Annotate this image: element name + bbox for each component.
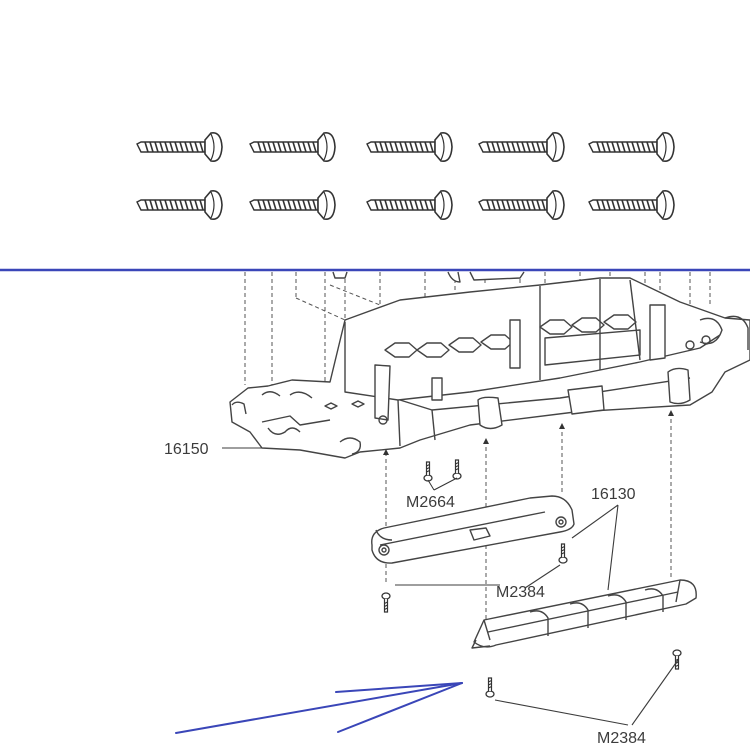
m2664-screws <box>423 459 462 491</box>
plate-screw-label: M2384 <box>496 584 545 601</box>
screw-icon <box>478 189 565 221</box>
screw-icon <box>366 131 453 163</box>
screw-icon <box>249 131 336 163</box>
small-screw-icon <box>423 461 433 482</box>
screw-icon <box>249 189 336 221</box>
pointer-arrows <box>175 682 463 734</box>
chassis-label: 16150 <box>164 441 209 458</box>
screw-grid <box>136 131 675 221</box>
skid-plate-part <box>371 495 575 564</box>
screw-icon <box>136 131 223 163</box>
screw-icon <box>588 131 675 163</box>
leader-lines <box>222 447 679 726</box>
screw-icon <box>366 189 453 221</box>
bumper-label: 16130 <box>591 486 636 503</box>
small-screw-label: M2664 <box>406 494 455 511</box>
bumper-part <box>471 579 697 649</box>
small-screw-icon <box>452 459 462 480</box>
screw-icon <box>136 189 223 221</box>
small-screw-icon <box>558 543 568 564</box>
screw-icon <box>588 189 675 221</box>
small-screw-icon <box>381 592 391 613</box>
small-screw-icon <box>485 677 495 698</box>
guide-arrowheads <box>383 410 674 455</box>
chassis-part <box>229 271 750 459</box>
bumper-screw-label: M2384 <box>597 730 646 747</box>
screw-icon <box>478 131 565 163</box>
